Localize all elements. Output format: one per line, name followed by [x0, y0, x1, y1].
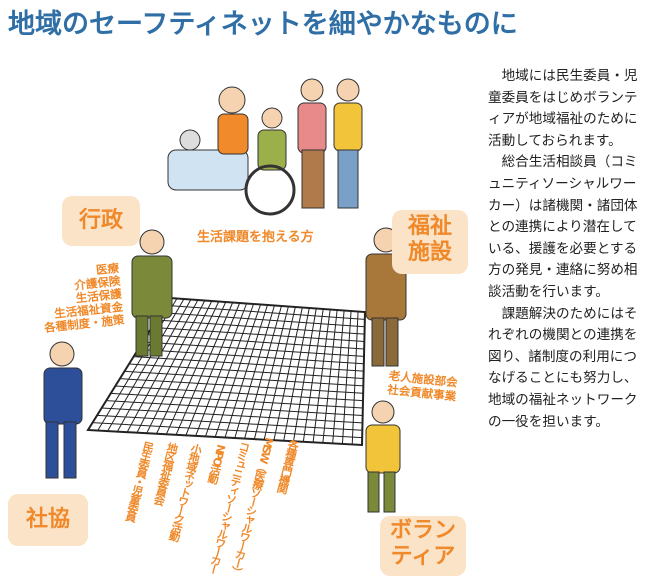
box-volunteer: ボランティア [380, 516, 466, 576]
net-line [124, 370, 364, 387]
net-line [160, 312, 365, 328]
net-line [92, 422, 363, 439]
person-volunteer [365, 400, 401, 513]
person-shakyo [43, 341, 83, 479]
box-gyosei: 行政 [62, 196, 140, 246]
box-fukushi: 福祉施設 [392, 210, 468, 274]
paragraph: 課題解決のためにはそれぞれの機関との連携を図り、諸制度の利用につなげることにも努… [488, 305, 638, 430]
net-line [106, 400, 363, 416]
box-label: ティア [390, 544, 456, 569]
net-line [101, 407, 363, 424]
net-line [133, 356, 364, 372]
box-shakyo: 社協 [8, 494, 88, 546]
page-title: 地域のセーフティネットを細やかなものに [8, 9, 518, 40]
net-line [151, 326, 365, 343]
net-line [142, 341, 365, 357]
safety-net [86, 296, 367, 447]
net-line [156, 319, 365, 335]
gyosei-items: 医療 介護保険 生活保護 生活福祉資金 各種制度・施策 [0, 261, 126, 339]
paragraph: 総合生活相談員（コミュニティソーシャルワーカー）は諸機関・諸団体との連携により潜… [488, 154, 638, 300]
person-gyosei [131, 229, 173, 357]
family-group [167, 78, 363, 216]
paragraph: 地域には民生委員・児童委員をはじめボランティアが地域福祉のために活動しておられま… [488, 68, 638, 149]
box-label: 社協 [25, 507, 70, 532]
net-line [138, 348, 364, 365]
net-line [128, 363, 364, 379]
box-label: 行政 [78, 208, 123, 233]
box-label: 施設 [407, 240, 452, 265]
net-line [147, 334, 365, 350]
net-line [165, 304, 365, 320]
net-line [97, 414, 363, 431]
net-line [115, 385, 364, 402]
center-label: 生活課題を抱える方 [197, 230, 314, 245]
box-label: 福祉 [407, 214, 452, 239]
net-line [110, 392, 363, 409]
net-line [119, 378, 364, 394]
box-label: ボラン [389, 518, 456, 543]
description: 地域には民生委員・児童委員をはじめボランティアが地域福祉のために活動しておられま… [488, 66, 644, 433]
